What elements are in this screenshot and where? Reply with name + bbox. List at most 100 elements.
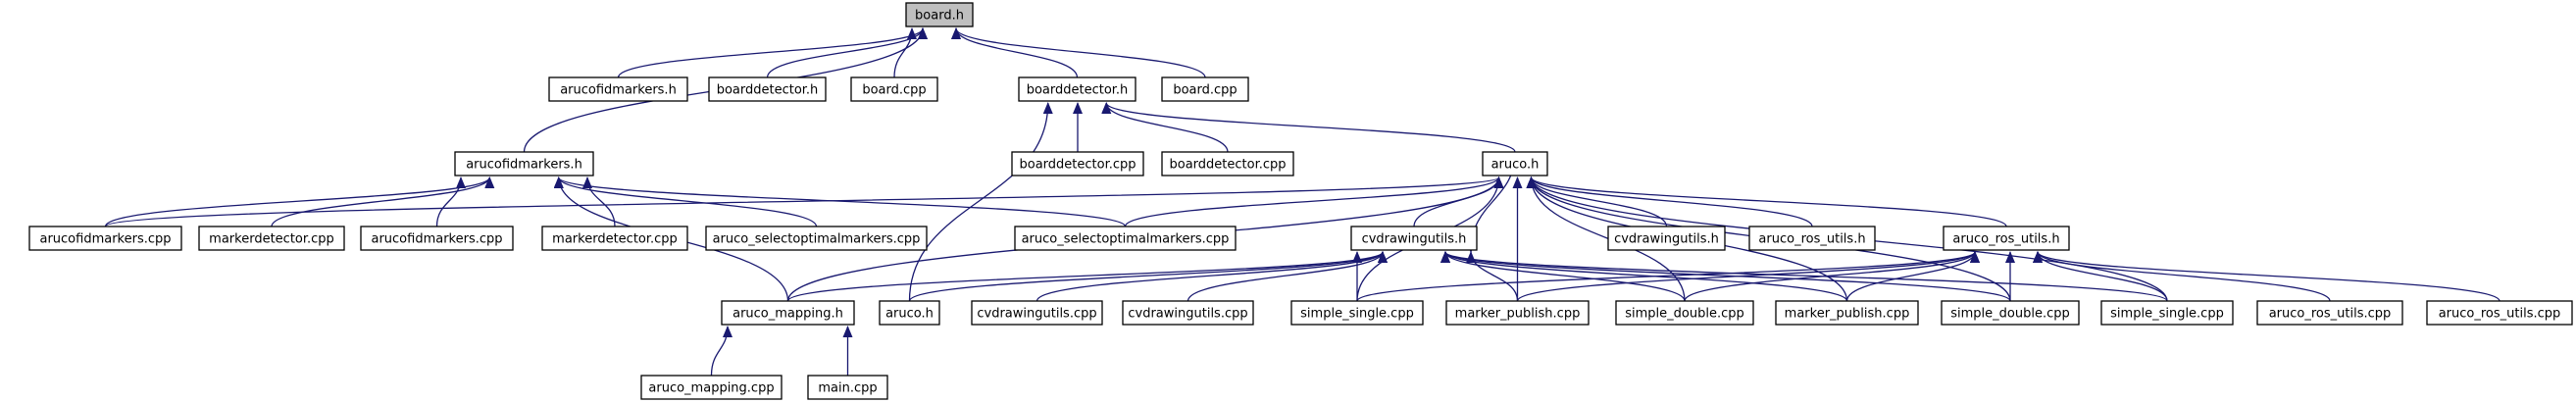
edge-aruco-ros-utils-h-b-to-aruco-h-a [1526,176,2007,227]
node-aruco-h-a[interactable]: aruco.h [1482,151,1548,176]
edge-aruco-h-b-to-boarddetector-h-b [908,102,1053,302]
node-box [1482,151,1548,176]
node-label: aruco.h [885,307,934,322]
node-boarddetector-cpp-b[interactable]: boarddetector.cpp [1161,151,1294,176]
node-aruco-h-b[interactable]: aruco.h [879,300,940,326]
node-label: arucofidmarkers.cpp [39,232,171,247]
node-box [198,226,345,251]
node-aruco-ros-utils-h-a[interactable]: aruco_ros_utils.h [1748,226,1876,251]
node-box [1161,76,1249,102]
node-label: boarddetector.cpp [1019,158,1136,173]
node-cvdrawingutils-h-a[interactable]: cvdrawingutils.h [1350,226,1478,251]
edge-arucofidmarkers-cpp-a-to-arucofidmarkers-h-b [104,176,495,227]
node-arucofidmarkers-cpp-b[interactable]: arucofidmarkers.cpp [360,226,514,251]
node-box [971,300,1103,326]
node-aruco-selectoptimalmarkers-cpp-b[interactable]: aruco_selectoptimalmarkers.cpp [1014,226,1237,251]
edge-aruco-ros-utils-cpp-a-to-aruco-ros-utils-h-b [2033,251,2331,302]
node-box [1122,300,1254,326]
node-marker-publish-cpp-b[interactable]: marker_publish.cpp [1775,300,1919,326]
edge-simple-single-cpp-a-to-aruco-ros-utils-h-b [1356,251,1980,302]
node-label: aruco.h [1491,158,1540,173]
node-label: marker_publish.cpp [1785,307,1910,322]
node-box [721,300,855,326]
node-label: boarddetector.h [717,83,819,98]
node-box [705,226,928,251]
node-boarddetector-h-b[interactable]: boarddetector.h [1018,76,1136,102]
node-board-cpp-a[interactable]: board.cpp [850,76,938,102]
node-arucofidmarkers-cpp-a[interactable]: arucofidmarkers.cpp [28,226,182,251]
node-box [640,375,783,400]
file-nodes: board.h arucofidmarkers.h boarddetector.h b… [28,2,2573,400]
node-simple-single-cpp-b[interactable]: simple_single.cpp [2100,300,2234,326]
node-arucofidmarkers-h-b[interactable]: arucofidmarkers.h [454,151,594,176]
node-label: aruco_selectoptimalmarkers.cpp [713,232,921,247]
node-simple-single-cpp-a[interactable]: simple_single.cpp [1290,300,1424,326]
node-label: cvdrawingutils.cpp [977,307,1096,322]
node-aruco-ros-utils-h-b[interactable]: aruco_ros_utils.h [1943,226,2070,251]
node-board-h[interactable]: board.h [905,2,974,27]
node-box [1943,226,2070,251]
node-box [879,300,940,326]
node-box [541,226,688,251]
node-simple-double-cpp-a[interactable]: simple_double.cpp [1615,300,1754,326]
node-label: aruco_ros_utils.cpp [2269,307,2392,322]
node-cvdrawingutils-cpp-a[interactable]: cvdrawingutils.cpp [971,300,1103,326]
node-box [905,2,974,27]
node-label: boarddetector.cpp [1169,158,1286,173]
edge-arucofidmarkers-cpp-b-to-arucofidmarkers-h-b [435,176,466,227]
node-boarddetector-cpp-a[interactable]: boarddetector.cpp [1011,151,1144,176]
node-label: main.cpp [818,381,877,396]
edge-marker-publish-cpp-a-to-aruco-ros-utils-h-b [1516,251,1980,302]
edge-arucofidmarkers-h-a-to-board-h [617,27,928,78]
edge-simple-double-cpp-a-to-cvdrawingutils-h-a [1440,251,1686,302]
node-cvdrawingutils-cpp-b[interactable]: cvdrawingutils.cpp [1122,300,1254,326]
node-box [1161,151,1294,176]
node-cvdrawingutils-h-b[interactable]: cvdrawingutils.h [1607,226,1726,251]
edge-simple-double-cpp-b-to-cvdrawingutils-h-a [1440,251,2011,302]
node-label: aruco_ros_utils.h [1758,232,1865,247]
node-box [1615,300,1754,326]
node-label: simple_double.cpp [1625,307,1744,322]
node-label: aruco_mapping.cpp [648,381,774,396]
node-board-cpp-b[interactable]: board.cpp [1161,76,1249,102]
node-label: aruco_selectoptimalmarkers.cpp [1022,232,1230,247]
node-label: cvdrawingutils.h [1614,232,1719,247]
edge-markerdetector-cpp-a-to-arucofidmarkers-h-b [271,176,495,227]
edge-cvdrawingutils-cpp-a-to-cvdrawingutils-h-a [1035,251,1388,302]
node-box [548,76,688,102]
node-box [28,226,182,251]
node-label: simple_double.cpp [1950,307,2070,322]
edge-marker-publish-cpp-a-to-cvdrawingutils-h-a [1466,251,1519,302]
node-label: boarddetector.h [1027,83,1129,98]
edge-board-cpp-b-to-board-h [951,27,1206,78]
node-box [807,375,888,400]
node-markerdetector-cpp-b[interactable]: markerdetector.cpp [541,226,688,251]
node-boarddetector-h-a[interactable]: boarddetector.h [708,76,827,102]
node-marker-publish-cpp-a[interactable]: marker_publish.cpp [1445,300,1590,326]
edge-aruco-selectoptimalmarkers-cpp-a-to-arucofidmarkers-h-b [553,176,818,227]
node-box [1445,300,1590,326]
edge-simple-single-cpp-b-to-aruco-ros-utils-h-b [2033,251,2168,302]
edge-aruco-mapping-cpp-to-aruco-mapping-h [710,326,732,377]
node-label: arucofidmarkers.cpp [371,232,502,247]
node-simple-double-cpp-b[interactable]: simple_double.cpp [1941,300,2080,326]
node-main-cpp[interactable]: main.cpp [807,375,888,400]
edge-aruco-selectoptimalmarkers-cpp-b-to-arucofidmarkers-h-b [554,176,1127,227]
node-box [1607,226,1726,251]
node-arucofidmarkers-h-a[interactable]: arucofidmarkers.h [548,76,688,102]
node-label: board.h [915,9,964,24]
edge-aruco-ros-utils-h-a-to-aruco-h-a [1526,176,1813,227]
node-aruco-mapping-cpp[interactable]: aruco_mapping.cpp [640,375,783,400]
node-aruco-mapping-h[interactable]: aruco_mapping.h [721,300,855,326]
node-label: simple_single.cpp [2110,307,2224,322]
node-aruco-ros-utils-cpp-a[interactable]: aruco_ros_utils.cpp [2256,300,2403,326]
node-aruco-ros-utils-cpp-b[interactable]: aruco_ros_utils.cpp [2426,300,2573,326]
node-aruco-selectoptimalmarkers-cpp-a[interactable]: aruco_selectoptimalmarkers.cpp [705,226,928,251]
node-label: aruco_ros_utils.h [1952,232,2059,247]
node-markerdetector-cpp-a[interactable]: markerdetector.cpp [198,226,345,251]
edge-arucofidmarkers-cpp-a-to-aruco-h-a [104,176,1503,227]
node-box [2256,300,2403,326]
node-label: board.cpp [1173,83,1237,98]
edge-board-cpp-a-to-board-h [893,27,917,78]
